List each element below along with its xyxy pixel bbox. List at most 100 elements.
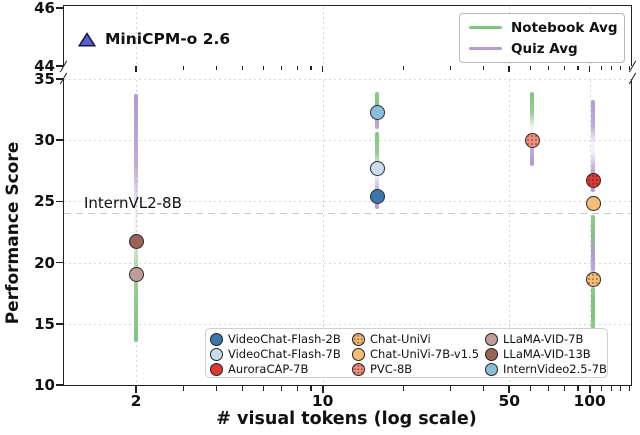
notebook-avg-label: Notebook Avg bbox=[511, 19, 618, 36]
x-minor-tick bbox=[620, 66, 622, 70]
internvl2-8b-reference-line bbox=[64, 212, 631, 215]
score-range-line bbox=[591, 287, 596, 329]
minicpm-annotation-label: MiniCPM-o 2.6 bbox=[105, 30, 231, 48]
legend-label-videochat-flash-2b: VideoChat-Flash-2B bbox=[228, 331, 341, 346]
x-minor-tick bbox=[548, 386, 550, 391]
legend-label-chat-univi: Chat-UniVi bbox=[370, 331, 431, 346]
x-minor-tick bbox=[216, 386, 218, 391]
y-tick-label: 46 bbox=[34, 0, 55, 17]
x-minor-tick bbox=[183, 66, 185, 70]
x-tick-label: 100 bbox=[573, 392, 606, 410]
y-major-tick bbox=[56, 139, 63, 142]
legend-label-videochat-flash-7b: VideoChat-Flash-7B bbox=[228, 346, 341, 361]
data-point-videochat-flash-2b bbox=[369, 189, 385, 204]
score-range-line bbox=[134, 93, 138, 343]
x-minor-tick bbox=[563, 66, 565, 70]
y-gridline bbox=[64, 323, 631, 325]
score-range-line bbox=[530, 92, 535, 166]
y-major-tick bbox=[56, 322, 63, 325]
data-point-chat-univi bbox=[585, 272, 601, 288]
x-minor-tick bbox=[577, 66, 579, 70]
y-major-tick bbox=[56, 384, 63, 386]
x-tick-label: 50 bbox=[498, 392, 521, 410]
x-minor-tick bbox=[600, 66, 602, 70]
x-minor-tick bbox=[263, 386, 265, 391]
x-major-tick bbox=[321, 66, 324, 72]
x-minor-tick bbox=[403, 386, 405, 391]
legend-marker-llama-vid-13b bbox=[484, 347, 498, 361]
y-major-tick bbox=[56, 78, 63, 80]
x-major-tick bbox=[135, 386, 137, 393]
avg-legend-row-quiz: Quiz Avg bbox=[469, 41, 615, 57]
y-tick-label: 10 bbox=[34, 376, 55, 394]
y-tick-label: 25 bbox=[34, 192, 55, 211]
y-tick-label: 20 bbox=[34, 253, 55, 272]
y-tick-label: 44 bbox=[34, 57, 55, 75]
x-minor-tick bbox=[563, 386, 565, 391]
x-minor-tick bbox=[548, 66, 550, 70]
y-major-tick bbox=[56, 200, 63, 203]
data-point-internvideo2.5-7b bbox=[369, 104, 385, 120]
legend-marker-videochat-flash-7b bbox=[209, 347, 223, 361]
x-minor-tick bbox=[620, 386, 622, 391]
x-gridline bbox=[509, 80, 511, 384]
y-tick-label: 35 bbox=[34, 70, 55, 88]
legend-label-internvideo2.5-7b: InternVideo2.5-7B bbox=[503, 361, 607, 376]
y-gridline bbox=[64, 140, 631, 142]
x-gridline bbox=[322, 7, 324, 65]
x-major-tick bbox=[588, 386, 591, 393]
y-gridline bbox=[64, 79, 631, 80]
x-minor-tick bbox=[483, 386, 485, 391]
y-gridline bbox=[64, 201, 631, 203]
x-minor-tick bbox=[183, 386, 185, 391]
y-tick-label: 30 bbox=[34, 131, 55, 150]
x-minor-tick bbox=[281, 66, 283, 70]
x-major-tick bbox=[508, 386, 511, 393]
x-minor-tick bbox=[577, 386, 579, 391]
score-range-line bbox=[591, 214, 596, 273]
data-point-llama-vid-7b bbox=[128, 267, 144, 283]
x-minor-tick bbox=[296, 386, 298, 391]
x-gridline bbox=[322, 80, 324, 384]
x-minor-tick bbox=[450, 386, 452, 391]
x-tick-label: 10 bbox=[311, 392, 334, 410]
x-minor-tick bbox=[403, 66, 405, 70]
x-minor-tick bbox=[530, 386, 532, 391]
legend-label-llama-vid-7b: LLaMA-VID-7B bbox=[503, 331, 584, 346]
legend-label-pvc-8b: PVC-8B bbox=[370, 361, 413, 376]
score-range-line bbox=[591, 99, 596, 192]
y-major-tick bbox=[56, 261, 63, 264]
legend-marker-auroracap-7b bbox=[209, 362, 223, 376]
x-minor-tick bbox=[263, 66, 265, 70]
x-minor-tick bbox=[281, 386, 283, 391]
y-gridline bbox=[64, 262, 631, 264]
x-gridline bbox=[589, 80, 591, 384]
x-minor-tick bbox=[242, 66, 244, 70]
data-point-pvc-8b bbox=[524, 132, 540, 148]
avg-legend-row-notebook: Notebook Avg bbox=[469, 19, 618, 36]
y-tick-label: 15 bbox=[34, 314, 55, 333]
x-major-tick bbox=[135, 66, 137, 72]
x-minor-tick bbox=[296, 66, 298, 70]
data-point-auroracap-7b bbox=[585, 173, 601, 189]
x-gridline bbox=[136, 7, 137, 65]
x-tick-label: 2 bbox=[130, 392, 142, 410]
x-minor-tick bbox=[483, 66, 485, 70]
x-minor-tick bbox=[610, 66, 612, 70]
x-axis-title: # visual tokens (log scale) bbox=[216, 409, 477, 429]
x-minor-tick bbox=[242, 386, 244, 391]
minicpm-annotation: MiniCPM-o 2.6 bbox=[78, 30, 230, 48]
y-major-tick bbox=[56, 7, 63, 9]
x-major-tick bbox=[321, 386, 324, 393]
x-minor-tick bbox=[628, 66, 630, 70]
reference-line-label: InternVL2-8B bbox=[84, 194, 182, 212]
legend-marker-llama-vid-7b bbox=[484, 332, 498, 346]
data-point-llama-vid-13b bbox=[128, 234, 144, 250]
legend-marker-chat-univi bbox=[351, 332, 365, 346]
legend-label-llama-vid-13b: LLaMA-VID-13B bbox=[503, 346, 591, 361]
x-major-tick bbox=[508, 66, 511, 72]
data-point-videochat-flash-7b bbox=[369, 160, 385, 176]
x-minor-tick bbox=[530, 66, 532, 70]
